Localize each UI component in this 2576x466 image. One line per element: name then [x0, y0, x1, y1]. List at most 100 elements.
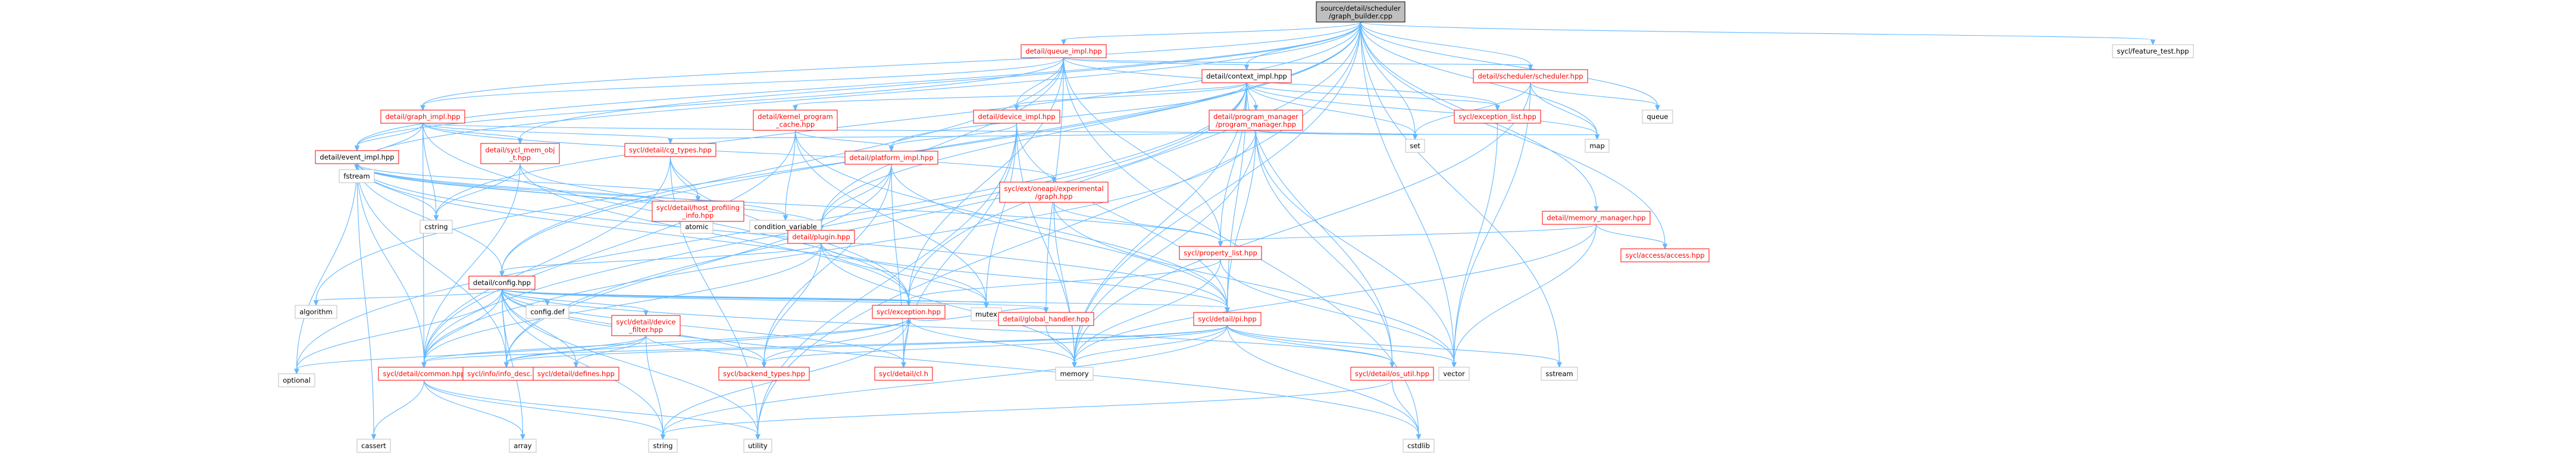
node-box [1201, 69, 1292, 83]
node-box [1620, 248, 1710, 262]
node-global-handler[interactable]: detail/global_handler.hpp [998, 312, 1094, 326]
node-detail-cl[interactable]: sycl/detail/cl.h [874, 367, 933, 381]
edge-pi-to-common [421, 325, 1228, 368]
node-label: cstdlib [1407, 442, 1430, 450]
node-label: detail/sycl_mem_obj [485, 146, 555, 154]
node-label: condition_variable [754, 223, 816, 231]
edge-root-to-queue [1360, 21, 1660, 111]
edge-root-to-vector [1360, 21, 1457, 368]
edge-kernel-program-cache-to-platform-impl [794, 130, 894, 152]
node-exception-list[interactable]: sycl/exception_list.hpp [1454, 110, 1541, 124]
edge-program-manager-to-os-util [1255, 130, 1395, 368]
node-label: detail/graph_impl.hpp [385, 112, 460, 121]
node-device-impl[interactable]: detail/device_impl.hpp [973, 110, 1060, 124]
node-box [753, 110, 838, 131]
node-box [1542, 211, 1651, 225]
node-info-desc[interactable]: sycl/info/info_desc.hpp [462, 367, 550, 381]
node-config[interactable]: detail/config.hpp [468, 276, 536, 290]
node-label: detail/program_manager [1213, 112, 1298, 121]
edge-context-impl-to-kernel-program-cache [793, 82, 1247, 111]
edge-context-impl-to-exception-list [1246, 82, 1500, 111]
node-common[interactable]: sycl/detail/common.hpp [378, 367, 470, 381]
node-string: string [648, 439, 678, 453]
node-pi[interactable]: sycl/detail/pi.hpp [1193, 312, 1262, 326]
node-label: algorithm [299, 308, 333, 316]
node-defines[interactable]: sycl/detail/defines.hpp [533, 367, 619, 381]
node-os-util[interactable]: sycl/detail/os_util.hpp [1350, 367, 1434, 381]
node-box [1209, 110, 1303, 131]
edge-scheduler-to-queue [1530, 82, 1660, 111]
edge-event-impl-to-optional [294, 163, 358, 375]
edge-common-to-utility [423, 380, 760, 440]
node-box [1316, 1, 1406, 23]
edge-graph-impl-to-common [421, 123, 427, 368]
node-box [1403, 439, 1435, 453]
node-memory-manager[interactable]: detail/memory_manager.hpp [1542, 211, 1651, 225]
node-backend-types[interactable]: sycl/backend_types.hpp [718, 367, 810, 381]
node-optional: optional [278, 373, 315, 387]
node-sycl-exception[interactable]: sycl/exception.hpp [872, 305, 946, 319]
node-program-manager[interactable]: detail/program_manager/program_manager.h… [1209, 110, 1303, 131]
node-label: sycl/exception.hpp [877, 308, 941, 316]
edge-common-to-array [423, 380, 525, 440]
edge-sycl-exception-to-backend-types [761, 318, 909, 368]
node-box [1585, 139, 1610, 153]
node-box [1642, 110, 1673, 124]
node-label: optional [283, 376, 311, 384]
node-label: sycl/detail/cg_types.hpp [629, 146, 712, 154]
node-context-impl[interactable]: detail/context_impl.hpp [1201, 69, 1292, 83]
node-host-profiling-info[interactable]: sycl/detail/host_profiling_info.hpp [652, 201, 744, 222]
node-label: detail/event_impl.hpp [320, 153, 394, 161]
node-box [339, 169, 375, 183]
node-plugin[interactable]: detail/plugin.hpp [787, 230, 855, 244]
node-box [295, 305, 337, 319]
node-accessor[interactable]: sycl/access/access.hpp [1620, 248, 1710, 262]
node-kernel-program-cache[interactable]: detail/kernel_program_cache.hpp [753, 110, 838, 131]
edge-event-impl-to-condition-variable [356, 163, 788, 221]
edge-context-impl-to-platform-impl [888, 82, 1247, 152]
node-property-list[interactable]: sycl/property_list.hpp [1179, 246, 1262, 260]
node-label: sycl/detail/os_util.hpp [1355, 370, 1429, 378]
node-set: set [1405, 139, 1425, 153]
node-box [787, 230, 855, 244]
node-box [998, 312, 1094, 326]
node-vector: vector [1438, 367, 1470, 381]
node-label: /program_manager.hpp [1216, 120, 1296, 129]
node-device-filter[interactable]: sycl/detail/device_filter.hpp [611, 315, 681, 336]
node-event-impl[interactable]: detail/event_impl.hpp [315, 150, 399, 164]
node-box [844, 151, 938, 165]
node-platform-impl[interactable]: detail/platform_impl.hpp [844, 151, 938, 165]
node-box [1541, 367, 1578, 381]
node-graph-impl[interactable]: detail/graph_impl.hpp [380, 110, 465, 124]
node-label: sycl/property_list.hpp [1184, 249, 1257, 257]
edge-scheduler-to-vector [1451, 82, 1531, 368]
node-label: _filter.hpp [628, 326, 663, 334]
edge-graph-impl-to-sycl-mem-obj-t [422, 123, 523, 145]
edge-graph-impl-to-cg-types [422, 123, 673, 145]
node-queue-impl[interactable]: detail/queue_impl.hpp [1021, 44, 1107, 58]
edge-device-filter-to-defines [573, 335, 647, 368]
edge-queue-impl-to-device-impl [1014, 57, 1065, 111]
node-scheduler[interactable]: detail/scheduler/scheduler.hpp [1473, 69, 1588, 83]
node-label: string [653, 442, 672, 450]
node-sycl-mem-obj-t[interactable]: detail/sycl_mem_obj_t.hpp [480, 143, 560, 164]
node-array: array [509, 439, 537, 453]
node-oneapi-graph[interactable]: sycl/ext/oneapi/experimental/graph.hpp [999, 182, 1109, 203]
node-box [1350, 367, 1434, 381]
node-label: detail/platform_impl.hpp [849, 154, 933, 162]
node-box [999, 182, 1109, 203]
edge-cg-types-to-host-profiling-info [669, 156, 701, 202]
node-label: detail/kernel_program [758, 112, 832, 121]
node-label: memory [1060, 370, 1088, 378]
node-box [652, 201, 744, 222]
node-queue: queue [1642, 110, 1673, 124]
node-box [973, 110, 1060, 124]
edge-context-impl-to-property-list [1217, 82, 1247, 248]
edge-device-impl-to-pi [1016, 123, 1230, 314]
node-label: sycl/detail/pi.hpp [1198, 315, 1256, 323]
node-root[interactable]: source/detail/scheduler/graph_builder.cp… [1316, 1, 1406, 23]
node-label: sycl/detail/device [616, 318, 675, 326]
node-label: /graph.hpp [1035, 192, 1072, 201]
node-label: sycl/backend_types.hpp [723, 370, 805, 378]
node-cg-types[interactable]: sycl/detail/cg_types.hpp [624, 143, 716, 157]
